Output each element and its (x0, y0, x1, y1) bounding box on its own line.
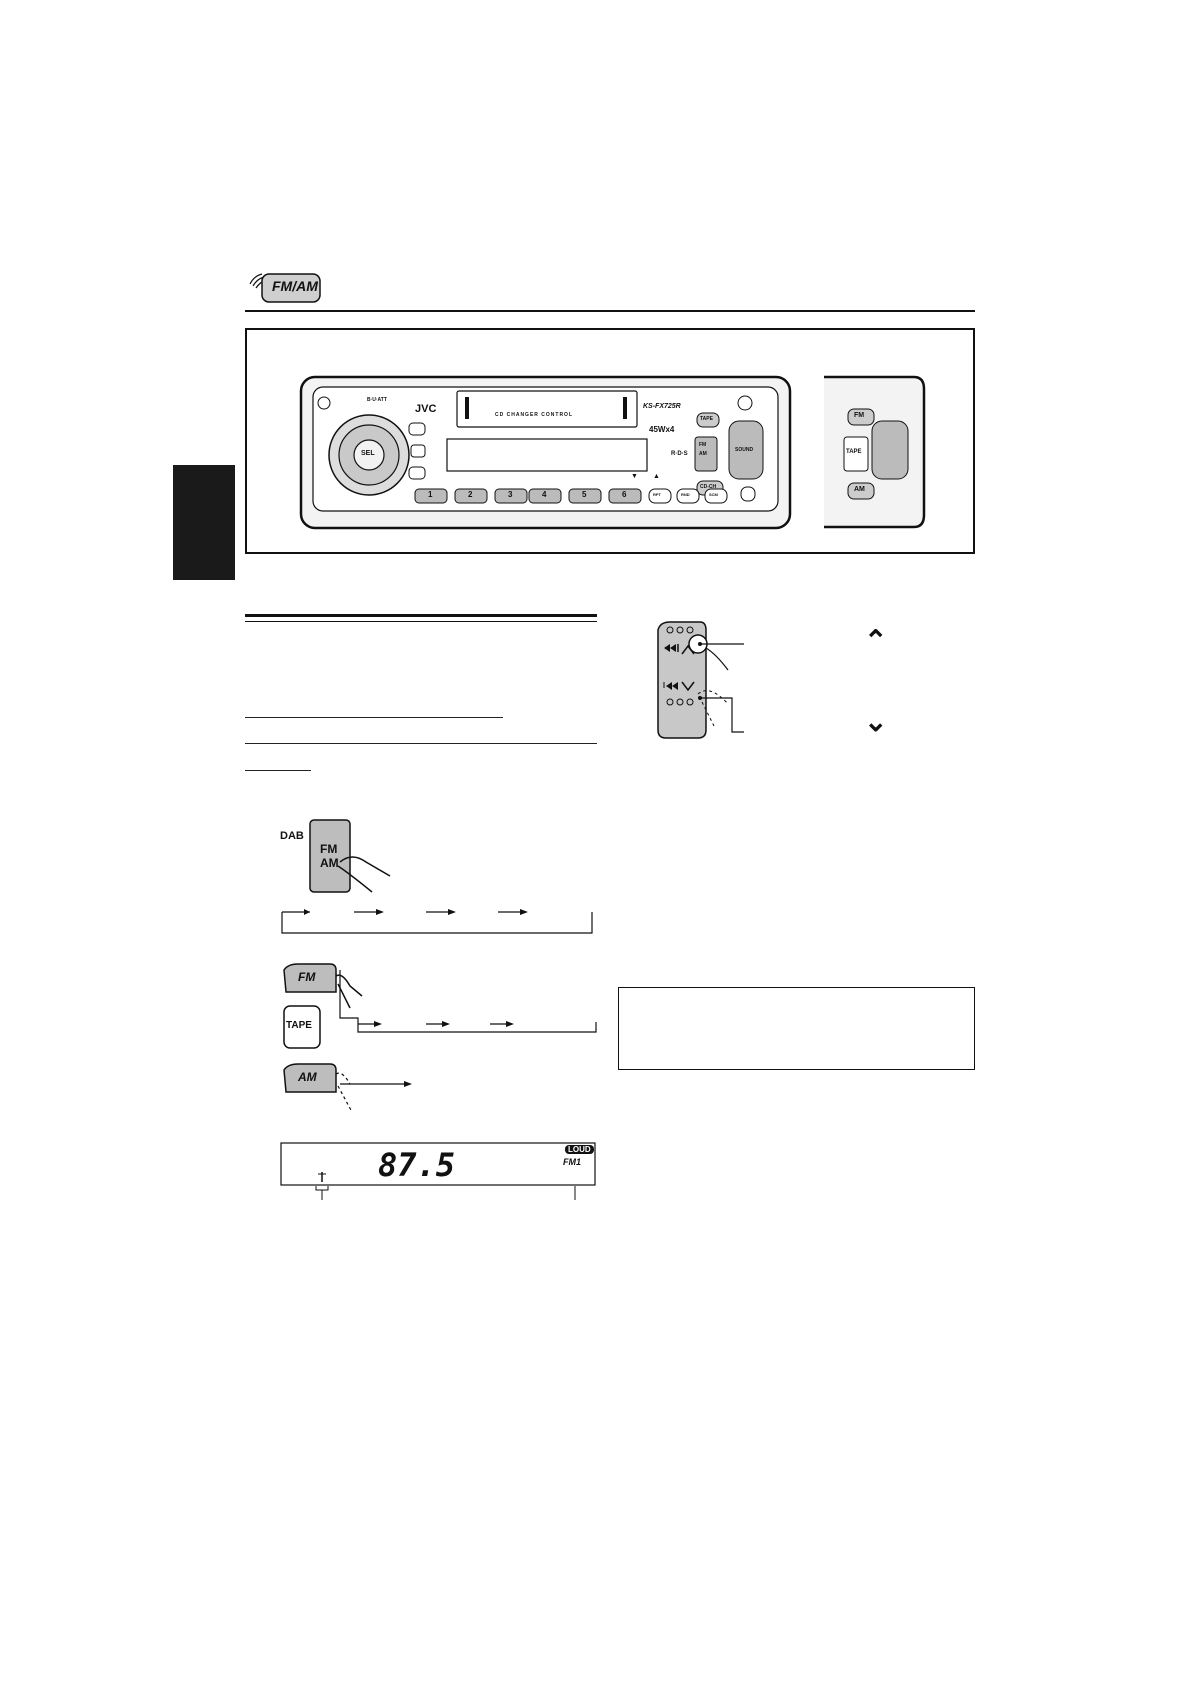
alt-am-button[interactable]: AM (854, 486, 865, 493)
rnd-button[interactable]: RND (681, 492, 690, 497)
fm-am-button-top[interactable]: FM (699, 442, 707, 448)
down-arrow-label: ▼ (631, 473, 638, 480)
sound-button[interactable]: SOUND (735, 447, 754, 453)
up-arrow-label: ▲ (653, 473, 660, 480)
faceplate: B·U·ATT JVC SEL CD CHANGER CONTROL KS-FX… (297, 373, 792, 530)
preset-6-button[interactable]: 6 (622, 490, 627, 499)
preset-5-button[interactable]: 5 (582, 490, 587, 499)
chevron-down-icon: ⌄ (864, 706, 888, 737)
radio-wave-icon (249, 273, 321, 303)
fm-am-button-bottom[interactable]: AM (699, 451, 707, 457)
fm-am-badge: FM/AM (248, 270, 322, 304)
preset-4-button[interactable]: 4 (542, 490, 547, 499)
cycle-diagram-1 (280, 908, 595, 936)
loud-indicator: LOUD (565, 1145, 594, 1154)
side-tab (173, 465, 235, 580)
faceplate-alt: FM TAPE AM (824, 373, 926, 530)
section-rule (245, 614, 597, 622)
rule-line (245, 717, 503, 718)
rpt-button[interactable]: RPT (653, 492, 661, 497)
fm-tape-am-figure: FM TAPE AM (280, 962, 600, 1132)
fmam-button-bottom[interactable]: AM (320, 856, 339, 870)
seek-button-figure: ⌃ ⌄ (648, 620, 948, 740)
model-label: KS-FX725R (643, 403, 681, 410)
note-box (618, 987, 975, 1070)
fmam-press-figure: DAB FM AM (280, 818, 410, 896)
alt-tape-button[interactable]: TAPE (846, 449, 862, 455)
scm-button[interactable]: SCM (709, 492, 718, 497)
badge-label: FM/AM (272, 278, 318, 294)
preset-3-button[interactable]: 3 (508, 490, 513, 499)
sel-button[interactable]: SEL (361, 450, 375, 457)
fmam-button-top[interactable]: FM (320, 842, 338, 856)
rule-line (245, 743, 597, 744)
tape-button[interactable]: TAPE (700, 416, 713, 422)
cassette-label: CD CHANGER CONTROL (495, 412, 573, 418)
tape-button[interactable]: TAPE (286, 1020, 312, 1031)
alt-fm-button[interactable]: FM (854, 412, 865, 419)
band-indicator: FM1 (563, 1157, 581, 1167)
faceplate-figure (245, 328, 975, 554)
rds-logo: R·D·S (671, 451, 688, 457)
dial-label: B·U·ATT (367, 397, 387, 403)
preset-2-button[interactable]: 2 (468, 490, 473, 499)
power-rating: 45Wx4 (649, 425, 675, 434)
dab-label: DAB (280, 830, 304, 842)
header-rule (245, 310, 975, 312)
chevron-up-icon: ⌃ (864, 625, 888, 656)
rule-line (245, 770, 311, 771)
brand-logo: JVC (415, 403, 437, 415)
cd-ch-button[interactable]: CD-CH (700, 484, 717, 490)
preset-1-button[interactable]: 1 (428, 490, 433, 499)
frequency-readout: 87.5 (378, 1146, 456, 1184)
display-figure: 87.5 LOUD FM1 (280, 1142, 598, 1200)
am-button[interactable]: AM (298, 1070, 317, 1084)
fm-button[interactable]: FM (298, 970, 316, 984)
